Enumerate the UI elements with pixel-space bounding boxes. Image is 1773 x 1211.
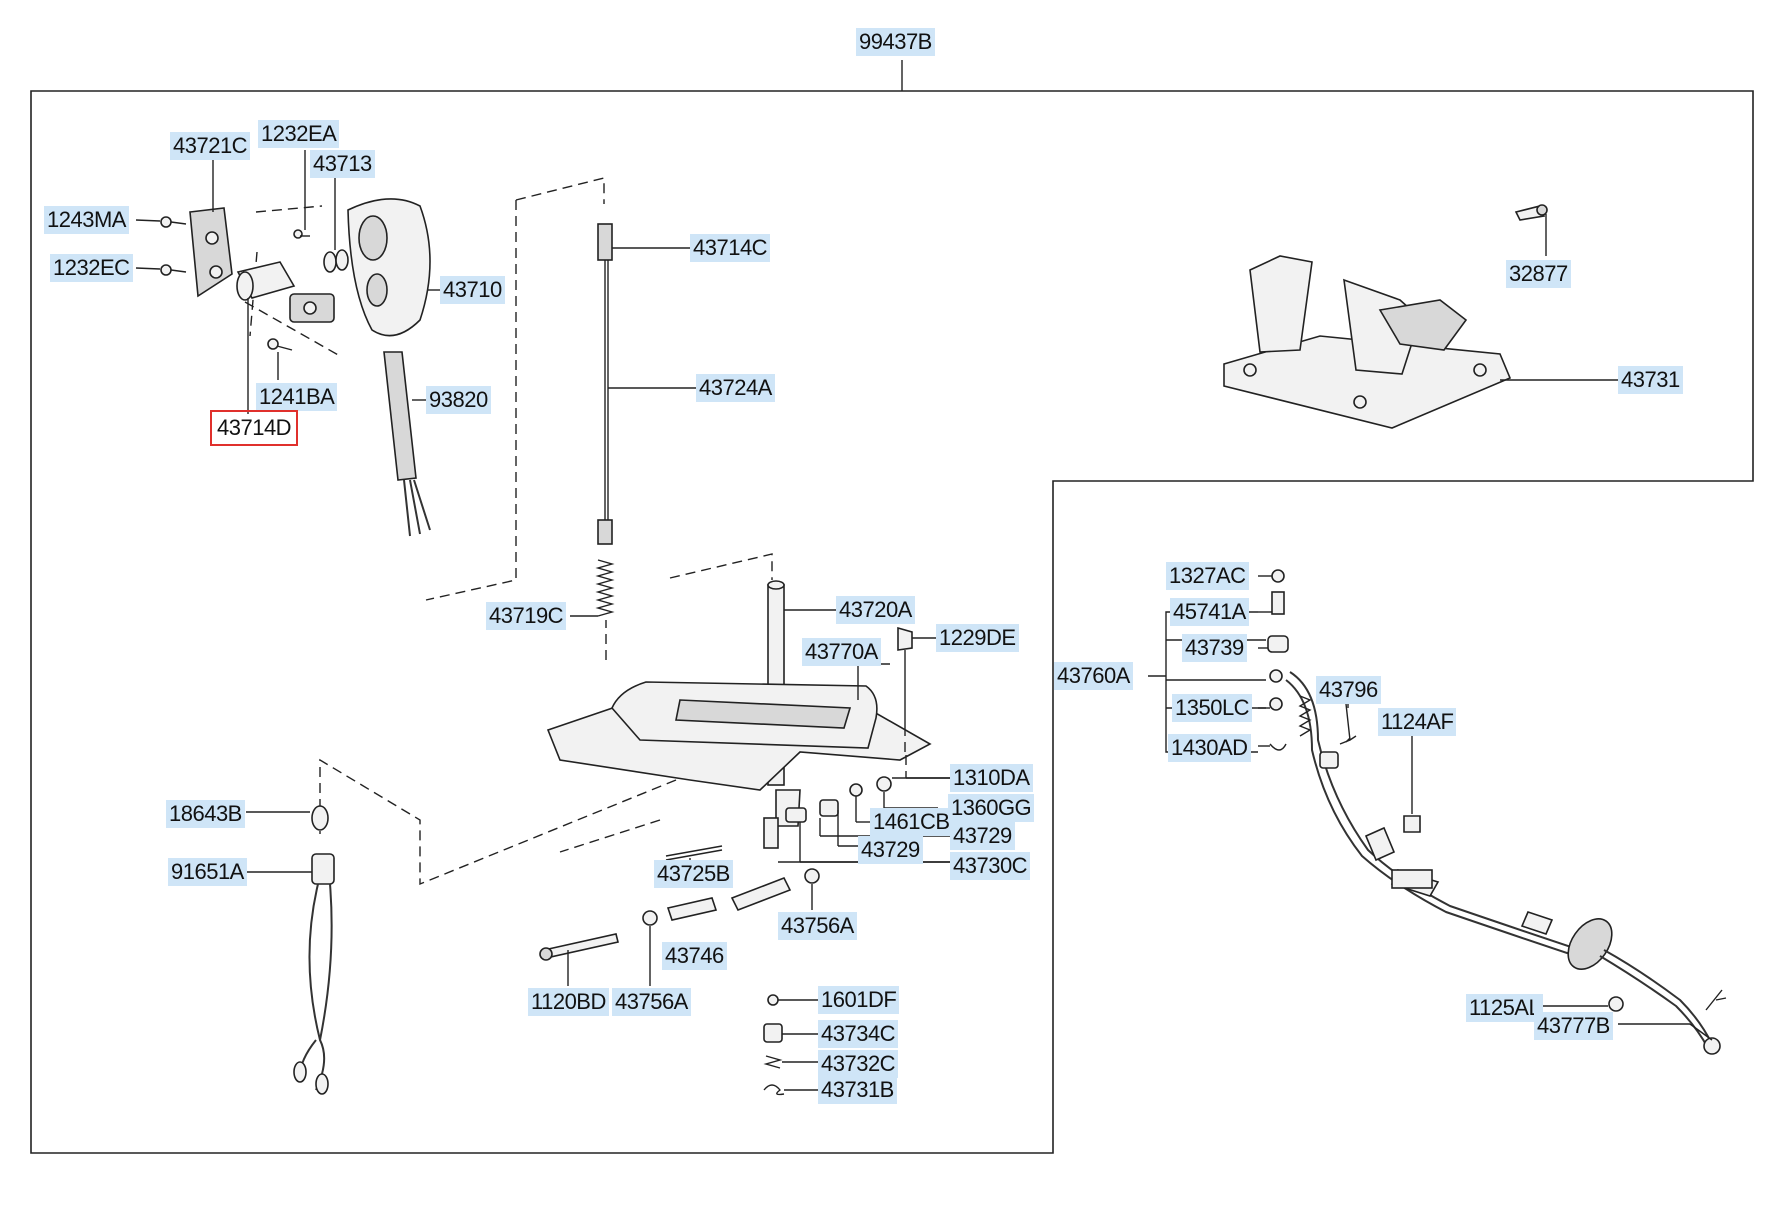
knob-43710 xyxy=(347,198,431,337)
label-43713[interactable]: 43713 xyxy=(310,150,375,178)
label-18643B[interactable]: 18643B xyxy=(166,800,245,828)
screw-1232EC xyxy=(160,264,187,276)
pin-43746 xyxy=(666,897,718,921)
bracket-43760A-leader xyxy=(1148,611,1266,753)
cable-43760A xyxy=(1267,569,1727,1055)
label-43770A[interactable]: 43770A xyxy=(802,638,881,666)
label-1360GG[interactable]: 1360GG xyxy=(948,794,1035,822)
spring-43732C xyxy=(763,1055,783,1069)
label-43730C[interactable]: 43730C xyxy=(950,852,1031,880)
label-43714D[interactable]: 43714D xyxy=(209,410,299,446)
label-1461CB[interactable]: 1461CB xyxy=(870,808,953,836)
label-1601DF[interactable]: 1601DF xyxy=(818,986,900,1014)
knob-cover-43721C xyxy=(189,207,233,298)
label-43796[interactable]: 43796 xyxy=(1316,676,1381,704)
screw-1232EA xyxy=(293,229,310,239)
label-93820[interactable]: 93820 xyxy=(426,386,491,414)
label-1350LC[interactable]: 1350LC xyxy=(1172,694,1253,722)
button-43714D xyxy=(236,261,296,301)
clip-43731B xyxy=(763,1084,785,1096)
label-43710[interactable]: 43710 xyxy=(440,276,505,304)
label-1327AC[interactable]: 1327AC xyxy=(1166,562,1249,590)
dash-knob-rod xyxy=(425,177,605,601)
label-1229DE[interactable]: 1229DE xyxy=(936,624,1019,652)
bulb-18643B xyxy=(311,805,329,831)
bracket-43731 xyxy=(1223,255,1512,429)
label-43756A-b[interactable]: 43756A xyxy=(612,988,691,1016)
screw-32877 xyxy=(1514,204,1548,221)
pin-43725B xyxy=(665,845,723,861)
ring-1601DF xyxy=(767,994,779,1006)
switch-assembly xyxy=(289,293,335,323)
label-1125AL[interactable]: 1125AL xyxy=(1466,994,1544,1022)
label-1232EC[interactable]: 1232EC xyxy=(50,254,133,282)
label-1243MA[interactable]: 1243MA xyxy=(44,206,129,234)
label-43756A-a[interactable]: 43756A xyxy=(778,912,857,940)
label-1124AF[interactable]: 1124AF xyxy=(1378,708,1457,736)
socket-91651A xyxy=(293,853,335,1095)
bolt-1124AF xyxy=(1391,815,1433,889)
label-43721C[interactable]: 43721C xyxy=(170,132,251,160)
nut-43756A-b xyxy=(642,910,658,926)
cap-43734C xyxy=(763,1023,783,1043)
label-43714C[interactable]: 43714C xyxy=(690,234,771,262)
label-1120BD[interactable]: 1120BD xyxy=(528,988,609,1016)
screw-1241BA xyxy=(267,338,293,351)
label-43731B[interactable]: 43731B xyxy=(818,1076,897,1104)
label-43724A[interactable]: 43724A xyxy=(696,374,775,402)
spring-43719C xyxy=(595,559,615,617)
label-43725B[interactable]: 43725B xyxy=(654,860,733,888)
label-43746[interactable]: 43746 xyxy=(662,942,727,970)
pin-parts xyxy=(785,776,892,823)
label-43760A[interactable]: 43760A xyxy=(1054,662,1133,690)
label-43729-a[interactable]: 43729 xyxy=(858,836,923,864)
label-99437B[interactable]: 99437B xyxy=(856,28,935,56)
label-43777B[interactable]: 43777B xyxy=(1534,1012,1613,1040)
label-43739[interactable]: 43739 xyxy=(1182,634,1247,662)
label-1430AD[interactable]: 1430AD xyxy=(1168,734,1251,762)
label-43720A[interactable]: 43720A xyxy=(836,596,915,624)
label-45741A[interactable]: 45741A xyxy=(1170,598,1249,626)
bushing-43730C xyxy=(730,817,792,912)
nut-1125AL xyxy=(1608,996,1624,1012)
bolt-1229DE xyxy=(897,626,913,726)
label-1310DA[interactable]: 1310DA xyxy=(950,764,1033,792)
label-43731[interactable]: 43731 xyxy=(1618,366,1683,394)
spring-43713 xyxy=(323,249,349,273)
main-frame xyxy=(30,90,1754,1154)
label-43729-b[interactable]: 43729 xyxy=(950,822,1015,850)
label-1232EA[interactable]: 1232EA xyxy=(258,120,340,148)
label-91651A[interactable]: 91651A xyxy=(168,858,247,886)
clip-43796 xyxy=(1339,703,1357,745)
label-32877[interactable]: 32877 xyxy=(1506,260,1571,288)
label-43732C[interactable]: 43732C xyxy=(818,1050,899,1078)
nut-43756A xyxy=(804,868,820,884)
harness-93820 xyxy=(383,351,431,537)
label-1241BA[interactable]: 1241BA xyxy=(256,383,338,411)
screw-1243MA xyxy=(160,216,187,228)
bolt-1120BD xyxy=(539,933,619,961)
bracket-43770A xyxy=(546,681,932,827)
rod-43724A xyxy=(597,223,613,545)
label-43734C[interactable]: 43734C xyxy=(818,1020,899,1048)
label-43719C[interactable]: 43719C xyxy=(486,602,567,630)
